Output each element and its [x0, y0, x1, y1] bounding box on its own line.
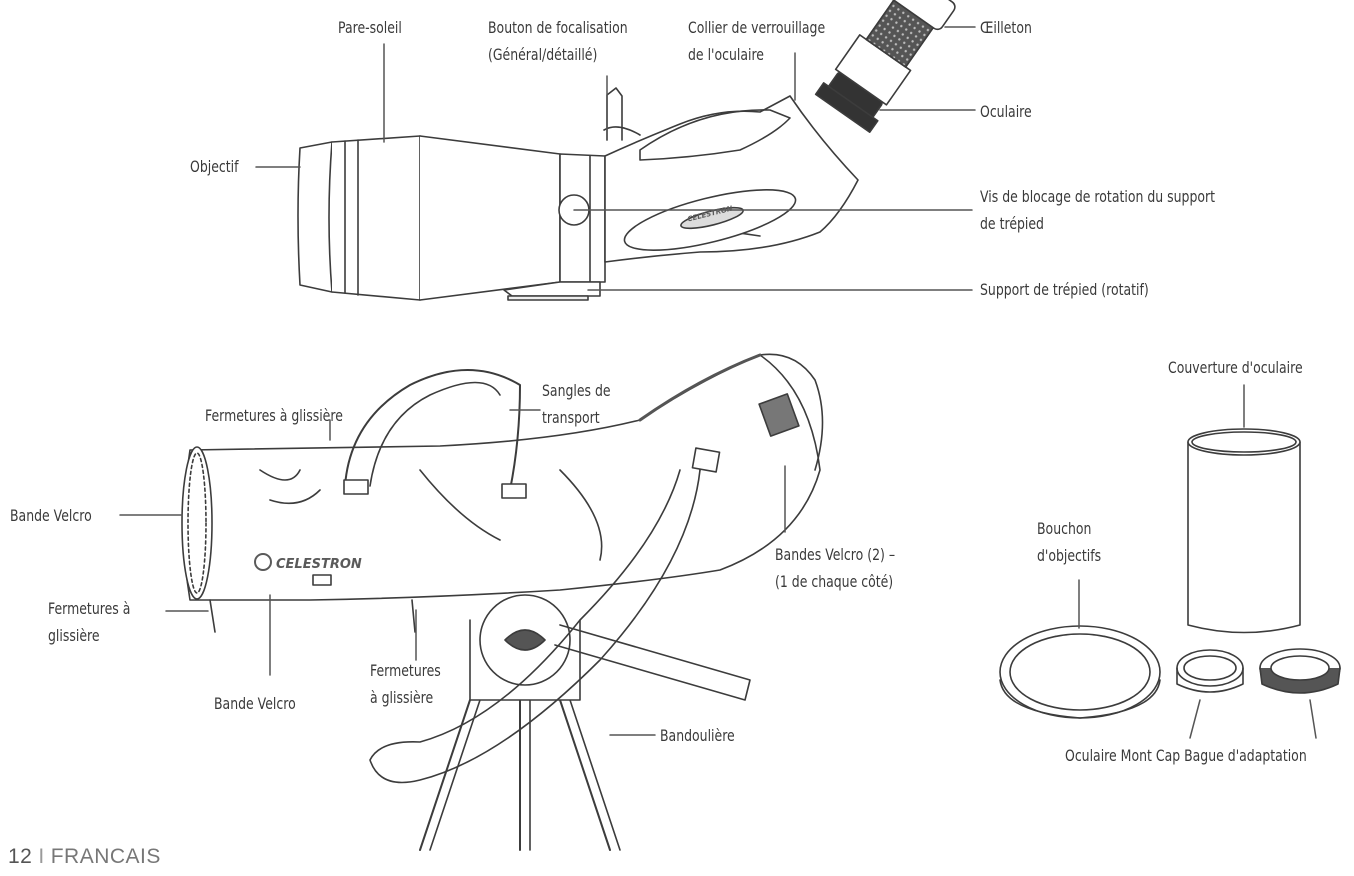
label-fermetures-bottom: Fermetures à glissière [370, 661, 441, 707]
label-oeilleton: Œilleton [980, 18, 1032, 37]
case-celestron-logo: CELESTRON [254, 553, 362, 572]
label-bouton-focalisation: Bouton de focalisation (Général/détaillé… [488, 18, 628, 64]
label-support-trepied: Support de trépied (rotatif) [980, 280, 1149, 299]
label-bandouliere: Bandoulière [660, 726, 735, 745]
label-bande-velcro-bottom: Bande Velcro [214, 694, 296, 713]
label-couverture-oculaire: Couverture d'oculaire [1168, 358, 1303, 377]
label-vis-blocage: Vis de blocage de rotation du support de… [980, 187, 1216, 233]
label-bouchon-objectifs: Bouchon d'objectifs [1037, 519, 1102, 565]
footer-separator: I [38, 845, 45, 868]
footer-language: FRANCAIS [50, 845, 161, 868]
label-bandes-velcro: Bandes Velcro (2) – (1 de chaque côté) [775, 545, 896, 591]
label-accessoires: Oculaire Mont Cap Bague d'adaptation [1065, 746, 1307, 765]
label-objectif: Objectif [190, 157, 239, 176]
label-oculaire: Oculaire [980, 102, 1032, 121]
label-fermetures-top: Fermetures à glissière [205, 406, 343, 425]
label-pare-soleil: Pare-soleil [338, 18, 402, 37]
label-sangles-transport: Sangles de transport [542, 381, 611, 427]
leader-lines [119, 26, 1317, 739]
label-bande-velcro-left: Bande Velcro [10, 506, 92, 525]
carry-case-drawing [181, 353, 824, 851]
spotting-scope-drawing [297, 0, 956, 301]
page-number: 12 [8, 845, 33, 868]
label-fermetures-left: Fermetures à glissière [48, 599, 131, 645]
label-collier-verrouillage: Collier de verrouillage de l'oculaire [688, 18, 826, 64]
accessories-drawing [999, 428, 1341, 719]
